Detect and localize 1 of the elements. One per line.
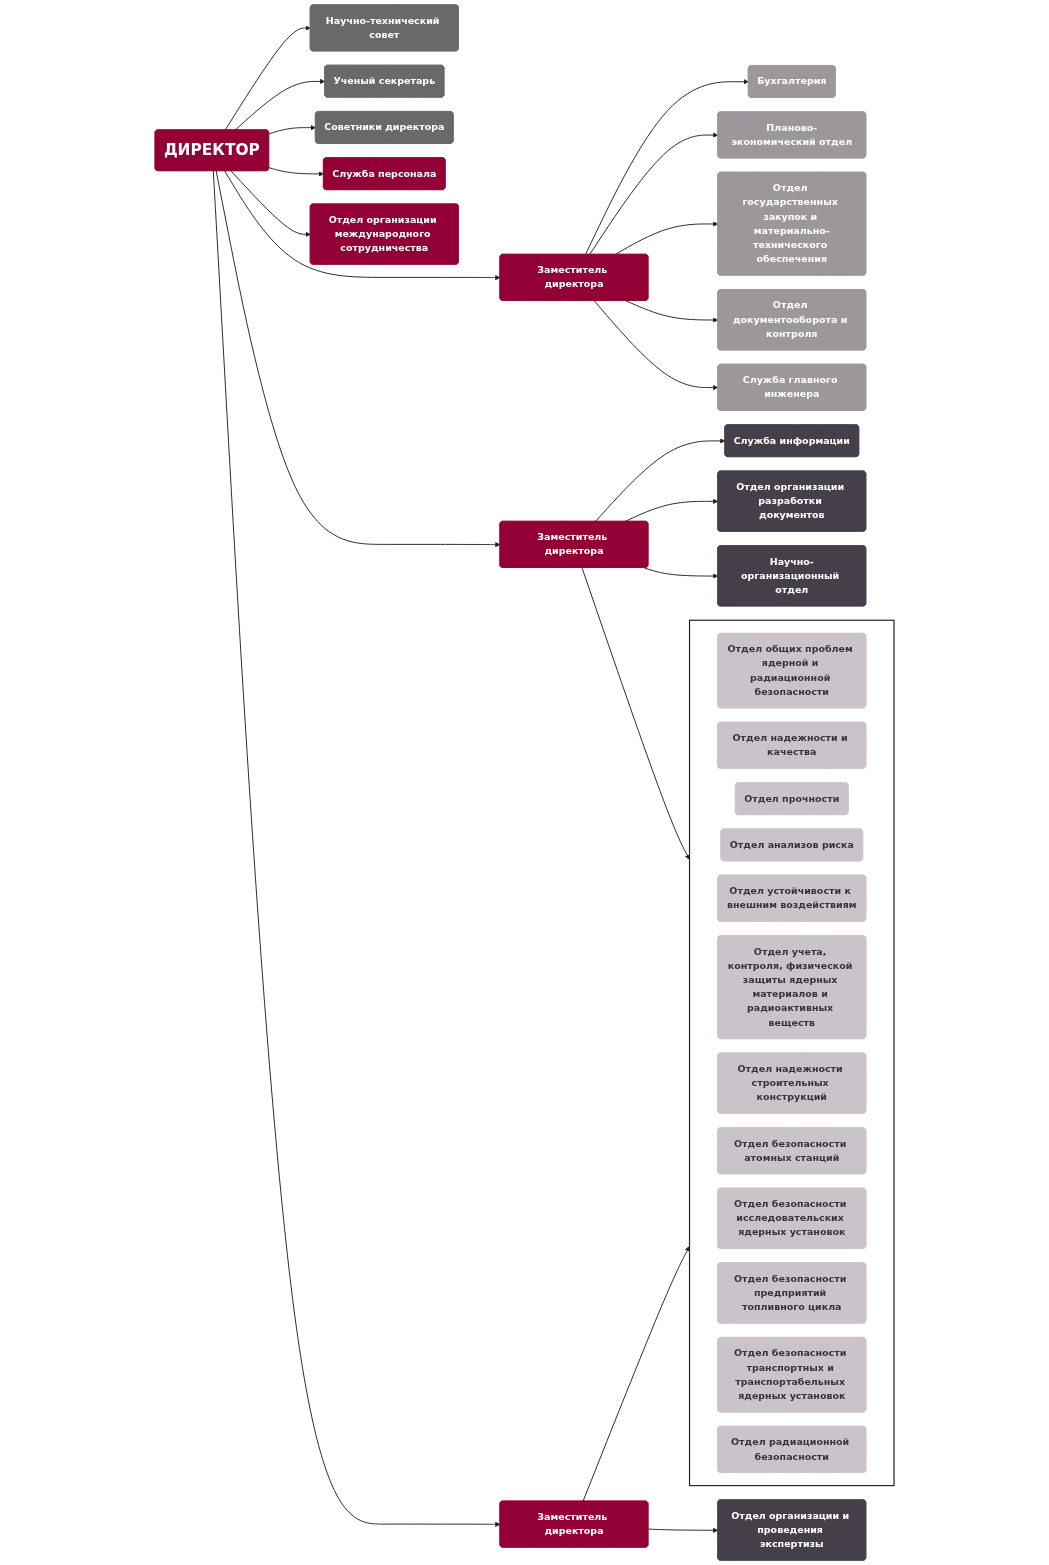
cluster <box>688 619 895 1487</box>
